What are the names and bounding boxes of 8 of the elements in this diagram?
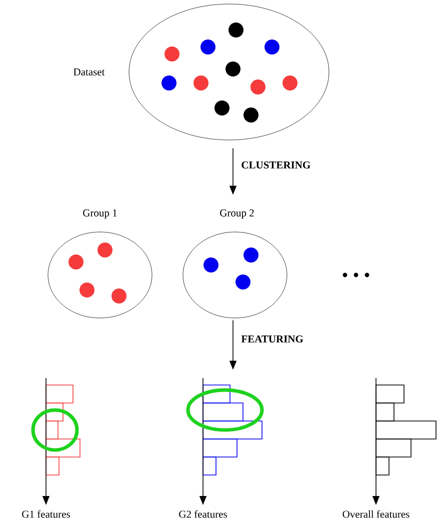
edge-label: CLUSTERING [242,161,310,169]
axis-label: Overall features [342,510,410,518]
group-label: Group 2 [220,209,254,219]
group-label: Group 1 [83,209,117,219]
axis-label: G2 features [179,510,227,518]
edge-label: FEATURING [241,335,304,343]
axis-label: G1 features [22,510,70,518]
group-label: Dataset [74,68,105,76]
